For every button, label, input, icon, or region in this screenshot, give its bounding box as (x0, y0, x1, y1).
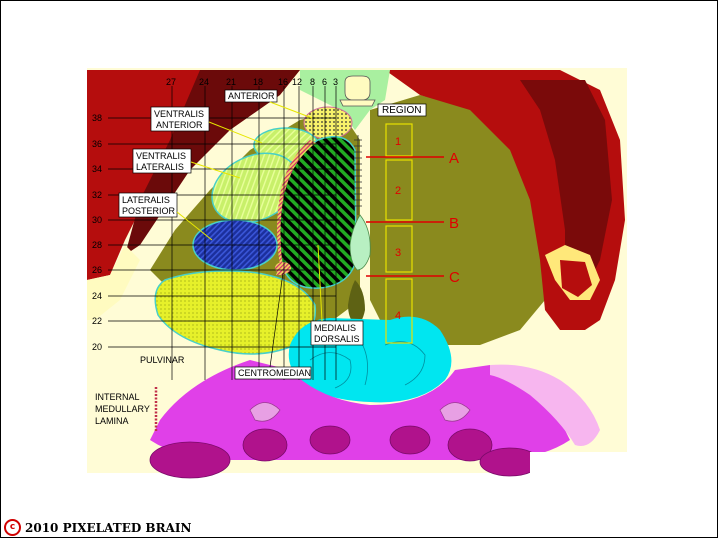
lateralis-posterior-label-box (118, 192, 178, 218)
ventralis-anterior-leader (208, 121, 263, 144)
centromedian-leader (269, 272, 284, 368)
region-label-box (377, 103, 427, 117)
midline-ladder (354, 135, 362, 215)
top-scale-3: 3 (333, 77, 338, 87)
left-scale-26: 26 (92, 265, 102, 275)
left-scale-36: 36 (92, 139, 102, 149)
left-scale-28: 28 (92, 240, 102, 250)
top-scale: 27 24 21 18 16 12 8 6 3 (166, 77, 338, 87)
pink-lobules (249, 402, 471, 422)
left-scale-34: 34 (92, 164, 102, 174)
ventralis-lateralis-label-2: LATERALIS (136, 162, 184, 172)
midline-mint-structure (349, 214, 371, 271)
bottom-white-corner (530, 452, 628, 473)
fornix-shape (344, 75, 371, 101)
medialis-dorsalis-leader (317, 244, 323, 322)
midline-dark-structure (348, 280, 365, 325)
left-scale-32: 32 (92, 190, 102, 200)
top-scale-27: 27 (166, 77, 176, 87)
internal-medullary-lamina-strip (276, 140, 316, 275)
copyright-text: 2010 PIXELATED BRAIN (25, 520, 192, 535)
lateralis-posterior-label-2: POSTERIOR (122, 206, 176, 216)
right-dark-red-band (520, 80, 612, 300)
left-scale-30: 30 (92, 215, 102, 225)
region-boxes (385, 123, 413, 344)
ventralis-anterior-label-2: ANTERIOR (156, 120, 203, 130)
fornix-base (339, 99, 376, 107)
lateralis-posterior-label-1: LATERALIS (122, 195, 170, 205)
iml-label-1: INTERNAL (95, 392, 140, 402)
region-2-box (385, 159, 413, 221)
light-pink-right (490, 364, 600, 446)
iml-label-3: LAMINA (95, 416, 129, 426)
copyright-notice: c 2010 PIXELATED BRAIN (4, 519, 191, 536)
centromedian-label-box (234, 366, 312, 380)
region-2-label: 2 (395, 185, 401, 197)
top-scale-21: 21 (226, 77, 236, 87)
medialis-dorsalis-label-2: DORSALIS (314, 334, 360, 344)
pulvinar-label: PULVINAR (140, 355, 185, 365)
purple-blobs (149, 425, 541, 479)
top-scale-8: 8 (310, 77, 315, 87)
medialis-dorsalis-label-1: MEDIALIS (314, 323, 356, 333)
left-scale-22: 22 (92, 316, 102, 326)
top-scale-6: 6 (322, 77, 327, 87)
ventralis-lateralis-label-1: VENTRALIS (136, 151, 186, 161)
medialis-dorsalis-label-box (310, 320, 364, 346)
region-4-label: 4 (395, 310, 401, 322)
section-marker-a: A (449, 150, 459, 167)
ventralis-lateralis-label-box (132, 148, 192, 174)
region-label: REGION (382, 105, 421, 116)
section-marker-c: C (449, 269, 460, 286)
top-scale-24: 24 (199, 77, 209, 87)
centromedian-label: CENTROMEDIAN (238, 368, 311, 378)
anterior-label: ANTERIOR (228, 91, 275, 101)
ventralis-anterior-label-box (150, 106, 210, 132)
left-scale-20: 20 (92, 342, 102, 352)
centromedian-spot (275, 262, 291, 274)
left-scale-24: 24 (92, 291, 102, 301)
left-scale: 38 36 34 32 30 28 26 24 22 20 (92, 113, 102, 352)
ventralis-anterior-label-1: VENTRALIS (154, 109, 204, 119)
iml-label-2: MEDULLARY (95, 404, 150, 414)
region-3-box (385, 225, 413, 273)
ventralis-lateralis-leader (190, 161, 241, 179)
anterior-leader (269, 101, 313, 119)
region-1-box (385, 123, 413, 157)
anterior-label-box (224, 89, 278, 103)
copyright-icon: c (4, 519, 21, 536)
left-scale-38: 38 (92, 113, 102, 123)
section-marker-b: B (449, 215, 459, 232)
lateralis-posterior-leader (176, 211, 213, 241)
region-1-label: 1 (395, 136, 401, 148)
top-scale-16: 16 (278, 77, 288, 87)
left-red-structure (87, 70, 300, 280)
top-scale-12: 12 (292, 77, 302, 87)
right-inner-red (560, 260, 592, 297)
pale-yellow-strip (87, 245, 140, 320)
top-scale-18: 18 (253, 77, 263, 87)
region-4-box (385, 278, 413, 344)
region-3-label: 3 (395, 247, 401, 259)
